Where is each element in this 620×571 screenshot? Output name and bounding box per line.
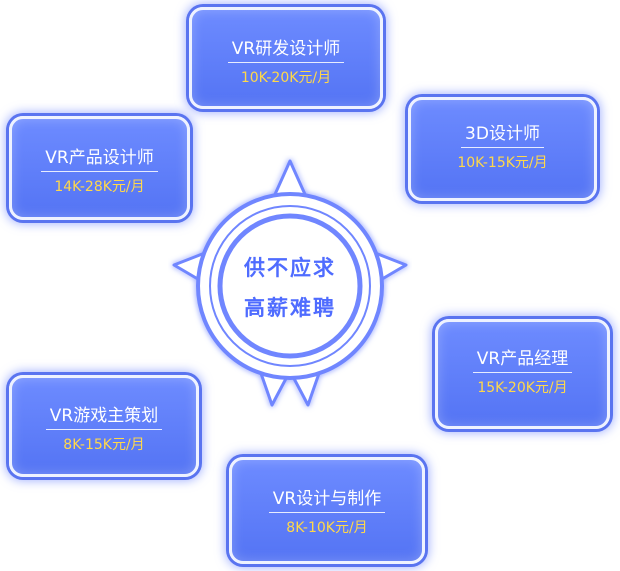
role-card-vr-game-planner: VR游戏主策划 8K-15K元/月 <box>9 375 199 477</box>
role-title: VR产品设计师 <box>41 147 158 172</box>
role-card-vr-design-production: VR设计与制作 8K-10K元/月 <box>229 457 425 564</box>
role-title: VR产品经理 <box>472 348 573 373</box>
role-title: VR研发设计师 <box>227 38 345 63</box>
role-title: VR游戏主策划 <box>45 405 163 430</box>
role-salary: 8K-10K元/月 <box>286 520 368 536</box>
role-salary: 15K-20K元/月 <box>477 380 568 396</box>
role-salary: 8K-15K元/月 <box>63 437 145 453</box>
role-title: VR设计与制作 <box>268 488 386 513</box>
role-salary: 14K-28K元/月 <box>54 179 145 195</box>
center-slogan-line-2: 高薪难聘 <box>244 296 336 320</box>
role-card-vr-product-manager: VR产品经理 15K-20K元/月 <box>435 319 610 429</box>
compass-emblem-icon <box>172 159 408 407</box>
role-title: 3D设计师 <box>461 123 544 148</box>
role-salary: 10K-15K元/月 <box>457 155 548 171</box>
role-card-vr-rd-designer: VR研发设计师 10K-20K元/月 <box>189 7 383 109</box>
role-salary: 10K-20K元/月 <box>240 70 332 86</box>
center-slogan: 供不应求 高薪难聘 <box>215 248 365 328</box>
role-card-3d-designer: 3D设计师 10K-15K元/月 <box>408 97 597 201</box>
center-slogan-line-1: 供不应求 <box>244 256 336 280</box>
role-card-vr-product-designer: VR产品设计师 14K-28K元/月 <box>9 116 190 220</box>
